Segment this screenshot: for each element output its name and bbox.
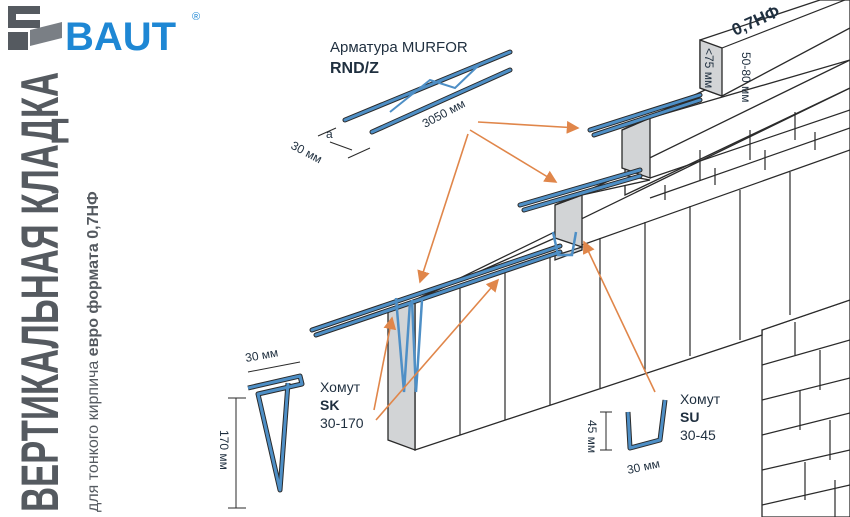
arrow-su [583,240,656,393]
brand-name: BAUT [65,15,176,59]
clamp-su-height: 45 мм [585,420,599,453]
brick-depth-label: <75 мм [702,48,716,88]
rebar-a-label: a [326,127,333,141]
rebar-in-wall [309,92,703,393]
side-subtitle: для тонкого кирпича евро формата 0,7НФ [85,191,102,512]
logo: BAUT ® [8,6,200,59]
arrow-rebar-top [477,120,580,134]
clamp-sk-title: Хомут [320,379,361,395]
wall-upper-face [624,59,850,197]
brick-height-label: 50-80 мм [739,52,753,103]
arrow-sk-2 [375,278,500,421]
clamp-sk-product: 30 мм 170 мм Хомут SK 30-170 [217,345,364,509]
clamp-su-width: 30 мм [626,456,661,477]
clamp-sk-code: SK [320,397,339,413]
brick-top-end [699,39,723,97]
arrow-sk-1 [373,316,397,411]
clamp-su-range: 30-45 [680,427,716,443]
logo-mark-icon [8,6,62,50]
clamp-su-code: SU [680,409,699,425]
rebar-title: Арматура MURFOR [330,39,468,56]
side-subtitle-bold: евро формата 0,7НФ [85,191,102,356]
clamp-su-product: 45 мм 30 мм Хомут SU 30-45 [585,391,721,477]
rebar-code: RND/Z [330,60,379,77]
side-subtitle-prefix: для тонкого кирпича [85,356,102,512]
arrow-rebar-middle [469,129,558,183]
arrow-rebar-lower [417,133,469,284]
wall-right-block [761,299,850,517]
rebar-width: 30 мм [289,138,325,166]
clamp-su-title: Хомут [680,391,721,407]
clamp-sk-range: 30-170 [320,415,364,431]
clamp-sk-width: 30 мм [244,345,279,365]
brick-wall [387,0,850,517]
side-title: ВЕРТИКАЛЬНАЯ КЛАДКА [11,72,70,512]
brand-registered: ® [192,11,200,23]
pointer-arrows [373,120,656,421]
rebar-product: Арматура MURFOR RND/Z a 30 мм 3050 мм [289,39,513,166]
side-title-main: ВЕРТИКАЛЬНАЯ КЛАДКА [11,72,70,512]
svg-text:для тонкого кирпича евр: для тонкого кирпича евро формата 0,7НФ [85,191,102,512]
clamp-sk-height: 170 мм [217,430,231,470]
